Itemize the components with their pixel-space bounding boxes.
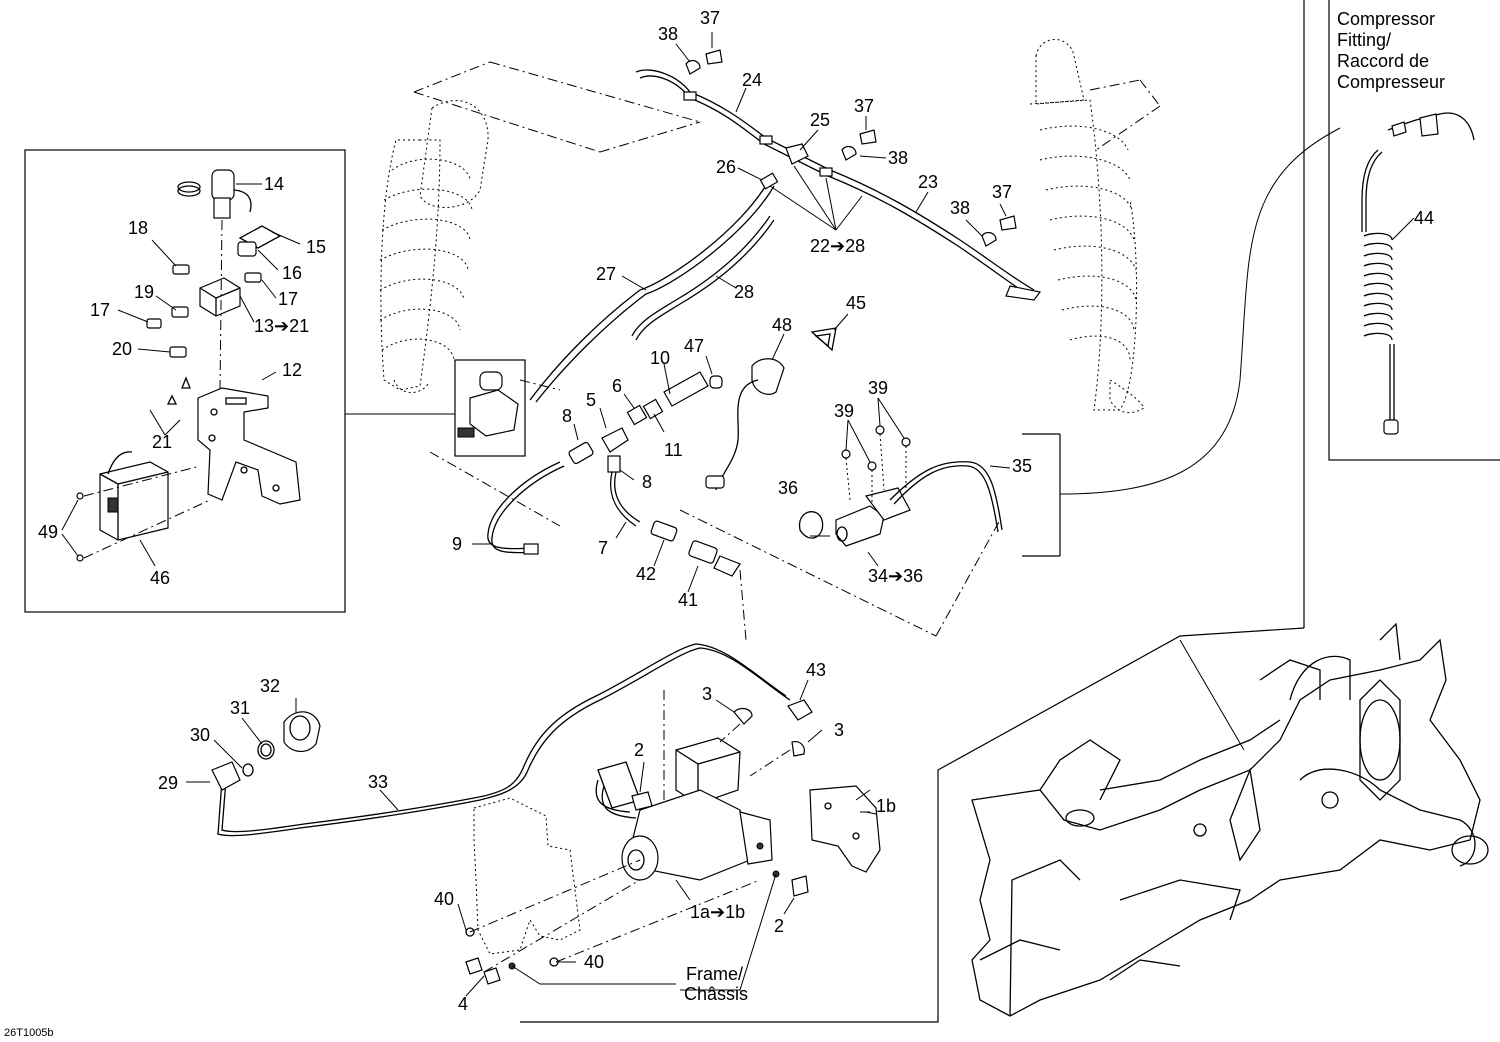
callout-30: 30 xyxy=(190,725,210,745)
callout-44: 44 xyxy=(1414,208,1434,228)
callout-17: 17 xyxy=(278,289,298,309)
control-module xyxy=(99,451,169,541)
callout-2: 2 xyxy=(774,916,784,936)
callout-3: 3 xyxy=(834,720,844,740)
callout-26: 26 xyxy=(716,157,736,177)
callout-38: 38 xyxy=(888,148,908,168)
callout-48: 48 xyxy=(772,315,792,335)
callout-25: 25 xyxy=(810,110,830,130)
callout-14: 14 xyxy=(264,174,284,194)
callout-1a-1b: 1a➔1b xyxy=(690,902,745,922)
callout-21: 21 xyxy=(152,432,172,452)
callout-40: 40 xyxy=(584,952,604,972)
callout-37: 37 xyxy=(854,96,874,116)
valve-detail-inset xyxy=(429,359,561,527)
callout-40: 40 xyxy=(434,889,454,909)
compressor-fitting-line4: Compresseur xyxy=(1337,72,1445,92)
callout-41: 41 xyxy=(678,590,698,610)
callout-27: 27 xyxy=(596,264,616,284)
callout-29: 29 xyxy=(158,773,178,793)
callout-15: 15 xyxy=(306,237,326,257)
callout-19: 19 xyxy=(134,282,154,302)
callout-9: 9 xyxy=(452,534,462,554)
left-shock-absorber xyxy=(379,61,701,393)
callout-39: 39 xyxy=(834,401,854,421)
callout-36: 36 xyxy=(778,478,798,498)
callout-7: 7 xyxy=(598,538,608,558)
callout-46: 46 xyxy=(150,568,170,588)
callout-13-21: 13➔21 xyxy=(254,316,309,336)
intermediate-hoses xyxy=(529,172,779,403)
callout-17: 17 xyxy=(90,300,110,320)
vehicle-frame xyxy=(520,622,1489,1023)
callout-2: 2 xyxy=(634,740,644,760)
callout-37: 37 xyxy=(700,8,720,28)
callout-28: 28 xyxy=(734,282,754,302)
mounting-bracket xyxy=(197,387,301,505)
compressor-fitting-inset xyxy=(1303,0,1500,628)
callout-12: 12 xyxy=(282,360,302,380)
callout-24: 24 xyxy=(742,70,762,90)
callout-8: 8 xyxy=(562,406,572,426)
callout-5: 5 xyxy=(586,390,596,410)
callout-8: 8 xyxy=(642,472,652,492)
part-callouts: 1b 1a➔1b 2 2 3 3 4 5 6 7 8 8 9 10 11 12 … xyxy=(38,8,1434,1014)
callout-4: 4 xyxy=(458,994,468,1014)
height-sensor-assembly xyxy=(798,127,1341,567)
callout-45: 45 xyxy=(846,293,866,313)
callout-47: 47 xyxy=(684,336,704,356)
compressor-hose-and-filter xyxy=(186,643,791,837)
solenoid-valve xyxy=(177,169,252,219)
callout-42: 42 xyxy=(636,564,656,584)
callout-20: 20 xyxy=(112,339,132,359)
callout-35: 35 xyxy=(1012,456,1032,476)
callout-6: 6 xyxy=(612,376,622,396)
callout-37: 37 xyxy=(992,182,1012,202)
callout-18: 18 xyxy=(128,218,148,238)
frame-note-line1: Frame/ xyxy=(686,964,743,984)
callout-34-36: 34➔36 xyxy=(868,566,923,586)
left-inset-valve-assembly xyxy=(24,149,455,613)
callout-31: 31 xyxy=(230,698,250,718)
tee-fitting-assembly xyxy=(472,313,1001,641)
callout-16: 16 xyxy=(282,263,302,283)
callout-22-28: 22➔28 xyxy=(810,236,865,256)
callout-1b: 1b xyxy=(876,796,896,816)
callout-10: 10 xyxy=(650,348,670,368)
upper-air-lines xyxy=(635,32,1042,301)
callout-43: 43 xyxy=(806,660,826,680)
callout-33: 33 xyxy=(368,772,388,792)
frame-note-line2: Châssis xyxy=(684,984,748,1004)
callout-23: 23 xyxy=(918,172,938,192)
drawing-code: 26T1005b xyxy=(4,1027,54,1039)
air-compressor xyxy=(457,679,881,997)
callout-38: 38 xyxy=(658,24,678,44)
compressor-fitting-line1: Compressor xyxy=(1337,9,1435,29)
compressor-fitting-line3: Raccord de xyxy=(1337,51,1429,71)
manifold-block xyxy=(199,277,241,317)
compressor-fitting-title: Compressor Fitting/ Raccord de Compresse… xyxy=(1337,9,1445,92)
callout-39: 39 xyxy=(868,378,888,398)
callout-3: 3 xyxy=(702,684,712,704)
callout-49: 49 xyxy=(38,522,58,542)
callout-38: 38 xyxy=(950,198,970,218)
frame-note: Frame/ Châssis xyxy=(684,964,748,1004)
callout-11: 11 xyxy=(664,440,683,460)
compressor-fitting-line2: Fitting/ xyxy=(1337,30,1391,50)
callout-32: 32 xyxy=(260,676,280,696)
right-shock-absorber xyxy=(1029,39,1161,414)
